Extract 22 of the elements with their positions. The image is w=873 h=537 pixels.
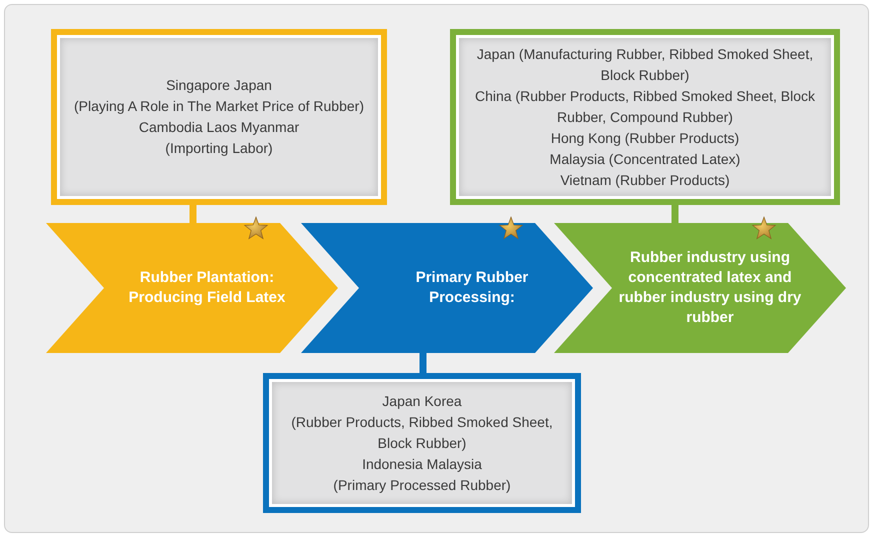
box-text: Malaysia (Concentrated Latex) <box>550 150 740 169</box>
box-text: Cambodia Laos Myanmar <box>138 118 300 137</box>
stage-label: Rubber industry using concentrated latex and rubber industry using dry rubber <box>618 248 802 328</box>
info-box <box>51 29 387 205</box>
box-text: Vietnam (Rubber Products) <box>560 170 730 190</box>
stage-label: Primary Rubber Processing: <box>414 268 530 308</box>
box-text: Japan (Manufacturing Rubber, Ribbed Smoked Sheet, Block Rubber) <box>476 44 814 85</box>
info-box <box>450 29 840 205</box>
box-text: Hong Kong (Rubber Products) <box>550 128 740 148</box>
box-text: (Playing A Role in The Market Price of Rubber) <box>74 97 364 116</box>
box-text: Singapore Japan <box>166 76 272 95</box>
box-text: (Rubber Products, Ribbed Smoked Sheet, Block Rubber) <box>290 412 554 453</box>
box-text: Japan Korea <box>382 392 462 411</box>
box-text: Indonesia Malaysia <box>362 454 482 474</box>
box-text: (Importing Labor) <box>165 139 273 158</box>
connector-line <box>420 353 426 373</box>
connector-line <box>672 205 678 223</box>
info-box <box>263 373 581 513</box>
box-text: China (Rubber Products, Ribbed Smoked Sheet, Block Rubber, Compound Rubber) <box>474 86 816 127</box>
stage-label: Rubber Plantation: Producing Field Latex <box>128 268 286 308</box>
box-text: (Primary Processed Rubber) <box>333 476 511 495</box>
connector-line <box>190 205 196 223</box>
